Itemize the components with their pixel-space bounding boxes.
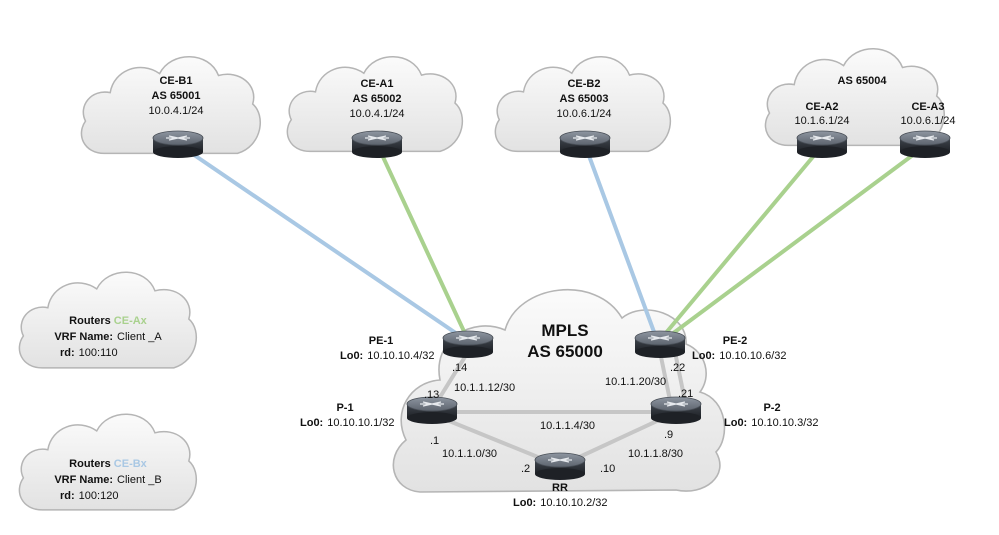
legend-b: Routers CE-Bx VRF Name: Client _B rd: 100:… bbox=[54, 458, 161, 502]
router-p-1-icon[interactable] bbox=[406, 396, 458, 424]
router-ce-a3-icon[interactable] bbox=[899, 130, 951, 158]
p-1-lo-label: Lo0: bbox=[300, 417, 323, 429]
site-ce-b2-name: CE-B2 bbox=[567, 78, 600, 90]
rr-lo-ip: 10.10.10.2/32 bbox=[540, 497, 607, 509]
subnet-p-1-rr: 10.1.1.0/30 bbox=[442, 448, 497, 460]
link-ce-a1-pe-1 bbox=[375, 142, 470, 342]
site-ce-b1-subnet: 10.0.4.1/24 bbox=[148, 105, 203, 117]
p-2-loopback: Lo0: 10.10.10.3/32 bbox=[724, 417, 819, 429]
pe-2-lo-label: Lo0: bbox=[692, 350, 715, 362]
pe-2-loopback: Lo0: 10.10.10.6/32 bbox=[692, 350, 787, 362]
legend-a-group: CE-Ax bbox=[114, 315, 148, 327]
legend-b-rd-label: rd: bbox=[60, 490, 75, 502]
site-ce-a1-as: AS 65002 bbox=[353, 93, 402, 105]
router-ce-b2-icon[interactable] bbox=[559, 130, 611, 158]
legend-a-vrf-label: VRF Name: bbox=[54, 331, 113, 343]
site-as-65004-title: AS 65004 bbox=[838, 75, 888, 87]
legend-a: Routers CE-Ax VRF Name: Client _A rd: 100:… bbox=[54, 315, 162, 359]
pe-2-name: PE-2 bbox=[723, 335, 747, 347]
site-ce-a2-subnet: 10.1.6.1/24 bbox=[794, 115, 849, 127]
legend-a-prefix: Routers bbox=[69, 315, 114, 327]
pe-1-loopback: Lo0: 10.10.10.4/32 bbox=[340, 350, 435, 362]
iface-rr-left: .2 bbox=[521, 463, 530, 475]
site-ce-b1-as: AS 65001 bbox=[152, 90, 201, 102]
iface-p-2-top: .21 bbox=[678, 388, 693, 400]
mpls-title: MPLS bbox=[541, 321, 588, 340]
router-ce-a1-icon[interactable] bbox=[351, 130, 403, 158]
p-2-lo-ip: 10.10.10.3/32 bbox=[751, 417, 818, 429]
site-ce-a2-name: CE-A2 bbox=[805, 101, 838, 113]
iface-rr-right: .10 bbox=[600, 463, 615, 475]
link-ce-a2-pe-2 bbox=[658, 144, 824, 342]
rr-loopback: Lo0: 10.10.10.2/32 bbox=[513, 497, 608, 509]
iface-p-1-bottom: .1 bbox=[430, 435, 439, 447]
site-ce-b1-name: CE-B1 bbox=[159, 75, 192, 87]
pe-1-lo-label: Lo0: bbox=[340, 350, 363, 362]
site-ce-a1-subnet: 10.0.4.1/24 bbox=[349, 108, 404, 120]
legend-a-rd-value: 100:110 bbox=[79, 347, 118, 359]
site-ce-a3-name: CE-A3 bbox=[911, 101, 944, 113]
router-p-2-icon[interactable] bbox=[650, 396, 702, 424]
routers bbox=[152, 130, 951, 480]
link-ce-a3-pe-2 bbox=[662, 144, 927, 342]
legend-b-vrf-label: VRF Name: bbox=[54, 474, 113, 486]
link-ce-b1-pe-1 bbox=[176, 142, 468, 342]
legend-b-rd: rd: 100:120 bbox=[60, 490, 118, 502]
router-pe-2-icon[interactable] bbox=[634, 330, 686, 358]
site-ce-b2-subnet: 10.0.6.1/24 bbox=[556, 108, 611, 120]
cloud-as-65004 bbox=[764, 47, 946, 147]
subnet-p-1-p-2: 10.1.1.4/30 bbox=[540, 420, 595, 432]
iface-p-2-bottom: .9 bbox=[664, 429, 673, 441]
legend-a-rd: rd: 100:110 bbox=[60, 347, 118, 359]
site-ce-a3-subnet: 10.0.6.1/24 bbox=[900, 115, 955, 127]
router-ce-a2-icon[interactable] bbox=[796, 130, 848, 158]
legend-b-group: CE-Bx bbox=[114, 458, 148, 470]
legend-a-rd-label: rd: bbox=[60, 347, 75, 359]
iface-p-1-top: .13 bbox=[424, 389, 439, 401]
mpls-as: AS 65000 bbox=[527, 342, 603, 361]
legend-b-vrf-value: Client _B bbox=[117, 474, 162, 486]
legend-a-vrf-value: Client _A bbox=[117, 331, 162, 343]
subnet-pe-2-p-2: 10.1.1.20/30 bbox=[605, 376, 666, 388]
pe-1-lo-ip: 10.10.10.4/32 bbox=[367, 350, 434, 362]
p-2-lo-label: Lo0: bbox=[724, 417, 747, 429]
subnet-pe-1-p-1: 10.1.1.12/30 bbox=[454, 382, 515, 394]
p-1-lo-ip: 10.10.10.1/32 bbox=[327, 417, 394, 429]
legend-b-rd-value: 100:120 bbox=[79, 490, 119, 502]
iface-pe-2: .22 bbox=[670, 362, 685, 374]
link-labels: 10.1.1.12/30 10.1.1.20/30 10.1.1.4/30 10… bbox=[424, 362, 693, 475]
legend-a-routers: Routers CE-Ax bbox=[69, 315, 148, 327]
router-rr-icon[interactable] bbox=[534, 452, 586, 480]
pe-2-lo-ip: 10.10.10.6/32 bbox=[719, 350, 786, 362]
legend-b-routers: Routers CE-Bx bbox=[69, 458, 148, 470]
p-1-name: P-1 bbox=[336, 402, 353, 414]
legend-a-vrf: VRF Name: Client _A bbox=[54, 331, 162, 343]
legend-b-vrf: VRF Name: Client _B bbox=[54, 474, 161, 486]
pe-1-name: PE-1 bbox=[369, 335, 393, 347]
p-1-loopback: Lo0: 10.10.10.1/32 bbox=[300, 417, 395, 429]
p-2-name: P-2 bbox=[763, 402, 780, 414]
rr-lo-label: Lo0: bbox=[513, 497, 536, 509]
site-ce-b2-as: AS 65003 bbox=[560, 93, 609, 105]
iface-pe-1: .14 bbox=[452, 362, 467, 374]
rr-name: RR bbox=[552, 482, 568, 494]
link-ce-b2-pe-2 bbox=[583, 143, 659, 342]
subnet-p-2-rr: 10.1.1.8/30 bbox=[628, 448, 683, 460]
router-ce-b1-icon[interactable] bbox=[152, 130, 204, 158]
site-labels: CE-B1 AS 65001 10.0.4.1/24 CE-A1 AS 6500… bbox=[148, 75, 955, 127]
router-pe-1-icon[interactable] bbox=[442, 330, 494, 358]
legend-b-prefix: Routers bbox=[69, 458, 114, 470]
site-ce-a1-name: CE-A1 bbox=[360, 78, 393, 90]
core-labels: PE-1 Lo0: 10.10.10.4/32 PE-2 Lo0: 10.10.10… bbox=[300, 335, 819, 509]
